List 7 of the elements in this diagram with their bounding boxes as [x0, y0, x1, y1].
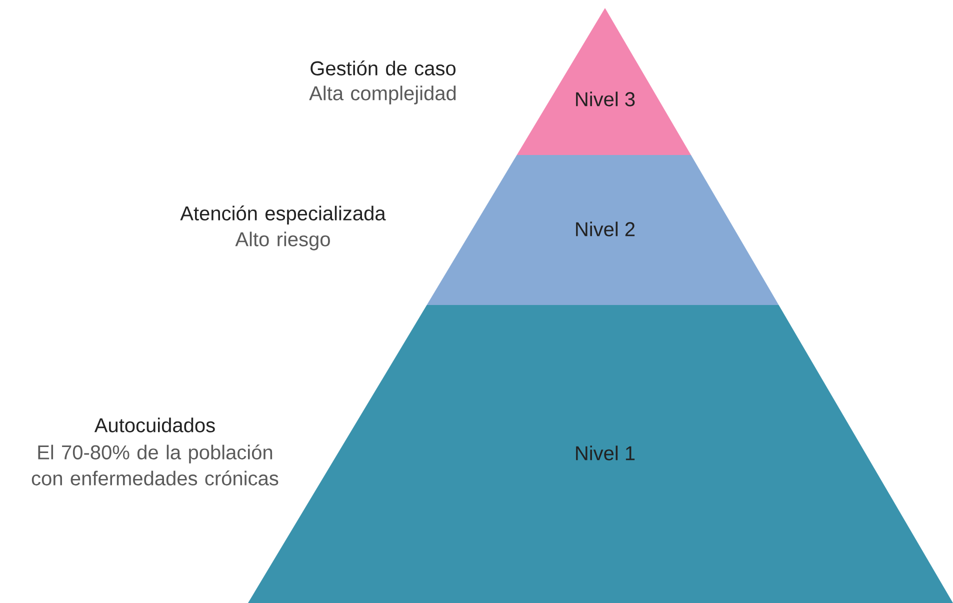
subtitle-text: Alto riesgo [235, 232, 330, 250]
heading-text: Atención especializada [180, 206, 386, 224]
heading-text: Gestión de caso [310, 60, 456, 76]
pyramid-level: Nivel 2 [426, 155, 779, 305]
heading-text: Autocuidados [94, 418, 215, 432]
subtitle-text: Alta complejidad [309, 86, 456, 104]
pyramid-level: Nivel 3 [516, 8, 691, 155]
